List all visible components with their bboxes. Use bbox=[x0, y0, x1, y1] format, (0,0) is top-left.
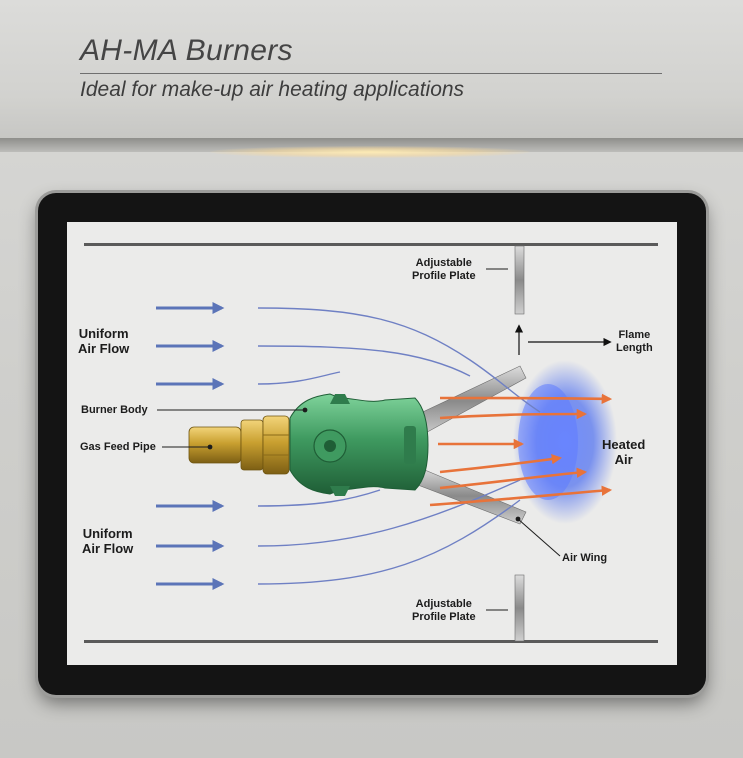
streamline bbox=[257, 371, 341, 385]
body-boss-top bbox=[330, 394, 350, 404]
heated-arrow bbox=[439, 408, 588, 420]
heated-arrow bbox=[439, 453, 563, 474]
label-gas-feed-pipe: Gas Feed Pipe bbox=[80, 441, 156, 453]
flame-core bbox=[518, 384, 578, 500]
streamline bbox=[257, 499, 521, 585]
header-panel bbox=[0, 0, 743, 138]
pipe-fitting bbox=[240, 419, 264, 471]
leader-dot bbox=[207, 444, 213, 450]
leader-dot bbox=[515, 516, 521, 522]
title-divider bbox=[80, 73, 662, 74]
label-burner-body: Burner Body bbox=[81, 404, 148, 416]
leader-dot bbox=[302, 407, 308, 413]
streamline bbox=[257, 307, 541, 413]
duct-top-rail bbox=[84, 243, 658, 246]
body-boss-bottom bbox=[330, 486, 350, 496]
light-glow bbox=[210, 146, 530, 158]
incoming-air-arrows bbox=[156, 302, 225, 590]
streamline bbox=[257, 489, 381, 507]
air-wing-bottom bbox=[409, 467, 527, 525]
air-wing-top bbox=[409, 365, 527, 437]
profile-plate-bottom bbox=[514, 574, 525, 642]
body-port-hole bbox=[324, 440, 336, 452]
air-streamlines bbox=[257, 307, 541, 585]
heated-arrow bbox=[429, 485, 613, 507]
page-title: AH-MA Burners bbox=[80, 34, 293, 67]
duct-bottom-rail bbox=[84, 640, 658, 643]
leader-air-wing bbox=[517, 518, 561, 557]
callout-leaders bbox=[157, 268, 561, 611]
streamline bbox=[257, 345, 471, 377]
page-subtitle: Ideal for make-up air heating applicatio… bbox=[80, 78, 465, 101]
heated-arrow bbox=[439, 393, 613, 405]
gas-feed-pipe bbox=[188, 426, 242, 464]
heated-arrow bbox=[439, 467, 588, 490]
profile-plate-top bbox=[514, 245, 525, 315]
heated-air-arrows bbox=[429, 393, 613, 507]
hex-nut bbox=[262, 415, 290, 475]
header-shelf bbox=[0, 138, 743, 152]
burner-nozzle bbox=[404, 426, 416, 464]
label-air-wing: Air Wing bbox=[562, 552, 608, 564]
streamline bbox=[257, 479, 521, 547]
